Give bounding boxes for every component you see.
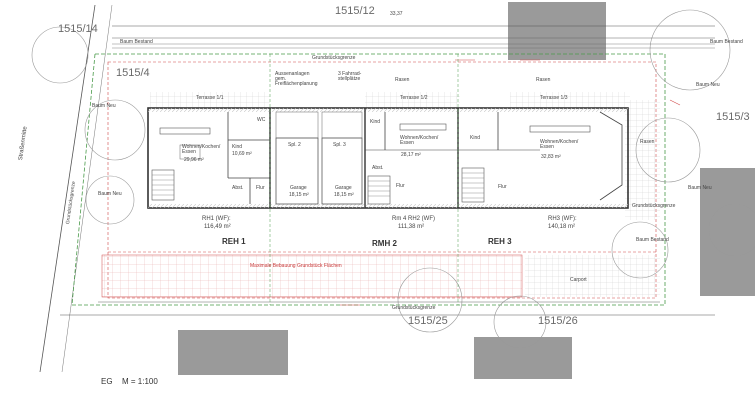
neighbour-building-top-right [508,2,606,60]
annotation-grenze-right: Grundstücksgrenze [632,203,676,209]
annotation-baum-bestand-right: Baum Bestand [710,39,743,45]
tree-circle-5 [635,117,701,183]
room-label-wohnen-2: Wohnen/Kochen/ Essen [400,135,439,146]
room-label-abst-2: Abst. [372,165,384,171]
floor-label: EG [101,377,113,386]
tree-circle-1 [31,26,89,84]
annotation-grenze-bottom: Grundstücksgrenze [392,305,436,311]
side-grid-right [625,100,660,220]
parking-zone [101,254,523,298]
room-label-flur-2: Flur [396,183,405,189]
garden-grid-bottom-right [525,255,660,297]
room-label-terrasse-1: Terrasse 1/1 [196,95,224,101]
annotation-grenze-top: Grundstücksgrenze [312,55,356,61]
tree-circle-3 [85,175,135,225]
annotation-baum-neu-1: Baum Neu [92,103,116,109]
annotation-baum-neu-3: Baum Neu [696,82,720,88]
tree-circle-2 [84,99,146,161]
room-label-flur-3: Flur [498,184,507,190]
parcel-label-1515-25: 1515/25 [408,315,448,327]
room-label-wc-1: WC [257,117,266,123]
room-label-wohnen-3: Wohnen/Kochen/ Essen [540,139,579,150]
neighbour-building-bottom-left [178,330,288,375]
unit-label-reh2: RMH 2 [372,239,397,248]
parcel-label-1515-14: 1515/14 [58,23,98,35]
kitchen-counter-2 [399,123,447,131]
scale-label: M = 1:100 [122,377,158,386]
annotation-bebauung: Maximale Bebauung Grundstück Flächen [250,263,342,269]
kitchen-counter-3 [529,125,591,133]
bay-window [599,111,623,201]
annotation-rasen-3: Rasen [640,139,655,145]
terrace-grid-1 [150,92,270,110]
room-label-flur-1: Flur [256,185,265,191]
room-area-wohnen-1: 29,96 m² [184,157,204,163]
parcel-label-1515-3: 1515/3 [716,111,750,123]
unit-wf-label-3: RH3 (WF): [548,216,577,222]
staircase-2 [367,175,391,205]
parcel-label-1515-12: 1515/12 [335,5,375,17]
room-label-garage-1: Garage [290,185,307,191]
annotation-fahrrad: 3 Fahrrad- stellplätze [338,71,362,82]
unit-wf-area-2: 111,38 m² [398,224,425,230]
terrace-grid-2 [365,92,460,110]
terrace-grid-3 [510,92,630,110]
tree-circle-4 [649,9,731,91]
room-area-garage-1: 18,15 m² [289,192,309,198]
table-1 [179,144,201,160]
unit-wf-label-1: RH1 (WF): [202,216,231,222]
parcel-label-1515-4: 1515/4 [116,67,150,79]
unit-wf-area-1: 116,49 m² [204,224,231,230]
room-label-wohnen-1: Wohnen/Kochen/ Essen [182,144,221,155]
annotation-carport: Carport [570,277,587,283]
room-label-terrasse-2: Terrasse 1/2 [400,95,428,101]
room-label-kind-3: Kind [470,135,481,141]
tree-circle-6 [611,221,669,279]
room-area-wohnen-2: 28,17 m² [401,152,421,158]
annotation-rasen-2: Rasen [536,77,551,83]
unit-label-reh3: REH 3 [488,237,512,246]
unit-wf-label-2: Rm 4 RH2 (WF) [392,216,435,222]
annotation-baum-neu-2: Baum Neu [98,191,122,197]
street-line-left-2 [61,4,113,373]
room-area-garage-2: 18,15 m² [334,192,354,198]
kitchen-counter-1 [159,127,211,135]
unit-wf-area-3: 140,18 m² [548,224,576,230]
room-label-kind-1: Kind [232,144,243,150]
annotation-baum-bestand-bottom: Baum Bestand [636,237,669,243]
tree-circle-9 [708,203,755,257]
parcel-label-1515-26: 1515/26 [538,315,578,327]
room-label-abst-1: Abst. [232,185,244,191]
annotation-aussenanlagen: Aussenanlagen gem. Freiflächenplanung [275,71,318,87]
annotation-baum-neu-4: Baum Neu [688,185,712,191]
room-label-terrasse-3: Terrasse 1/3 [540,95,568,101]
tree-circle-7 [397,267,463,333]
neighbour-building-bottom-right [474,337,572,379]
unit-label-reh1: REH 1 [222,237,246,246]
room-label-spl-2: Spl. 2 [288,142,301,148]
annotation-rasen-1: Rasen [395,77,410,83]
staircase-3 [461,167,485,203]
room-label-garage-2: Garage [335,185,352,191]
dimension-total: 33,37 [390,11,403,17]
annotation-baum-bestand-left: Baum Bestand [120,39,153,45]
tree-circle-8 [493,295,547,349]
room-label-spl-3: Spl. 3 [333,142,346,148]
room-area-kind-1: 10,69 m² [232,151,252,157]
room-label-kind-2: Kind [370,119,381,125]
property-boundary [71,53,666,306]
room-area-wohnen-3: 32,83 m² [541,154,561,160]
